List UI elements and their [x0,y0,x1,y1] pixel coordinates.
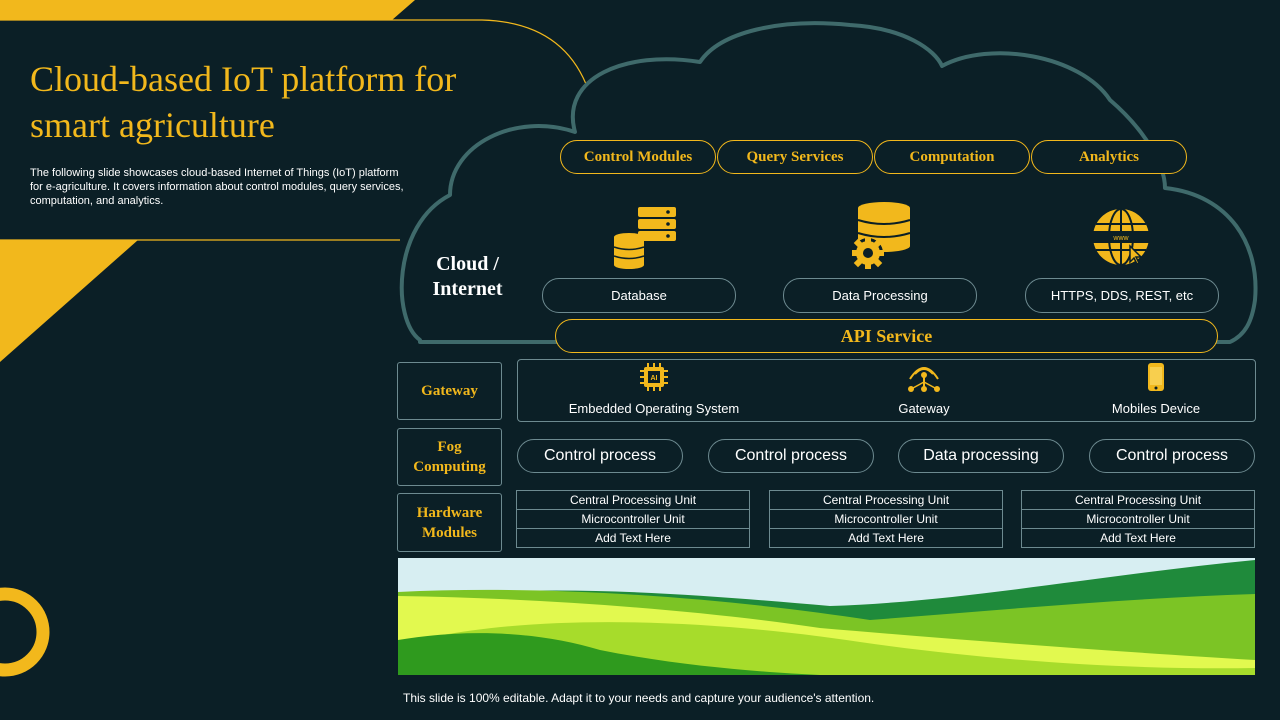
hardware-column-2: Central Processing Unit Microcontroller … [769,490,1003,552]
service-database: Database [542,278,736,313]
gateway-item-label: Gateway [898,401,950,416]
hardware-cell-cpu: Central Processing Unit [769,490,1003,510]
database-servers-icon [613,207,676,269]
embedded-os-label: Embedded Operating System [568,401,740,416]
data-processing-gear-icon [852,202,911,269]
layer-gateway-label: Gateway [397,362,502,420]
hardware-cell-mcu: Microcontroller Unit [769,509,1003,529]
fog-item-control-process-3: Control process [1089,439,1255,473]
layer-fog-computing-label: Fog Computing [397,428,502,486]
svg-text:www: www [1112,235,1129,242]
hardware-cell-placeholder: Add Text Here [1021,528,1255,548]
yellow-ring [0,587,50,677]
control-modules-tab: Control Modules [560,140,716,174]
gateway-item-mobile-device: Mobiles Device [1036,362,1276,416]
gateway-item-embedded-os: AI Embedded Operating System [534,362,774,416]
hardware-cell-mcu: Microcontroller Unit [516,509,750,529]
hardware-column-3: Central Processing Unit Microcontroller … [1021,490,1255,552]
cloud-outline [399,21,1258,344]
gateway-item-gateway: Gateway [804,362,1044,416]
computation-tab: Computation [874,140,1030,174]
fog-item-control-process-1: Control process [517,439,683,473]
page-title: Cloud-based IoT platform for smart agric… [30,59,457,145]
service-protocols: HTTPS, DDS, REST, etc [1025,278,1219,313]
title-frame-line [0,19,587,85]
layer-hardware-modules-label: Hardware Modules [397,493,502,552]
hardware-cell-placeholder: Add Text Here [516,528,750,548]
landscape-illustration [398,558,1255,675]
gateway-antenna-icon [908,367,940,392]
fog-item-data-processing: Data processing [898,439,1064,473]
left-yellow-triangle [0,240,138,362]
hardware-cell-cpu: Central Processing Unit [1021,490,1255,510]
cloud-internet-label: Cloud / Internet [432,253,503,300]
ai-chip-icon: AI [640,363,668,391]
hardware-cell-mcu: Microcontroller Unit [1021,509,1255,529]
fog-item-control-process-2: Control process [708,439,874,473]
analytics-tab: Analytics [1031,140,1187,174]
mobile-device-label: Mobiles Device [1111,401,1201,416]
globe-www-icon: www [1093,208,1149,266]
svg-text:AI: AI [651,375,658,382]
api-service-bar: API Service [555,319,1218,353]
footer-note: This slide is 100% editable. Adapt it to… [403,691,875,705]
gateway-layer-box [517,359,1256,422]
page-description: The following slide showcases cloud-base… [30,167,404,207]
hardware-column-1: Central Processing Unit Microcontroller … [516,490,750,552]
top-yellow-band [0,0,415,20]
hardware-cell-placeholder: Add Text Here [769,528,1003,548]
service-data-processing: Data Processing [783,278,977,313]
query-services-tab: Query Services [717,140,873,174]
hardware-cell-cpu: Central Processing Unit [516,490,750,510]
mobile-phone-icon [1148,363,1164,391]
